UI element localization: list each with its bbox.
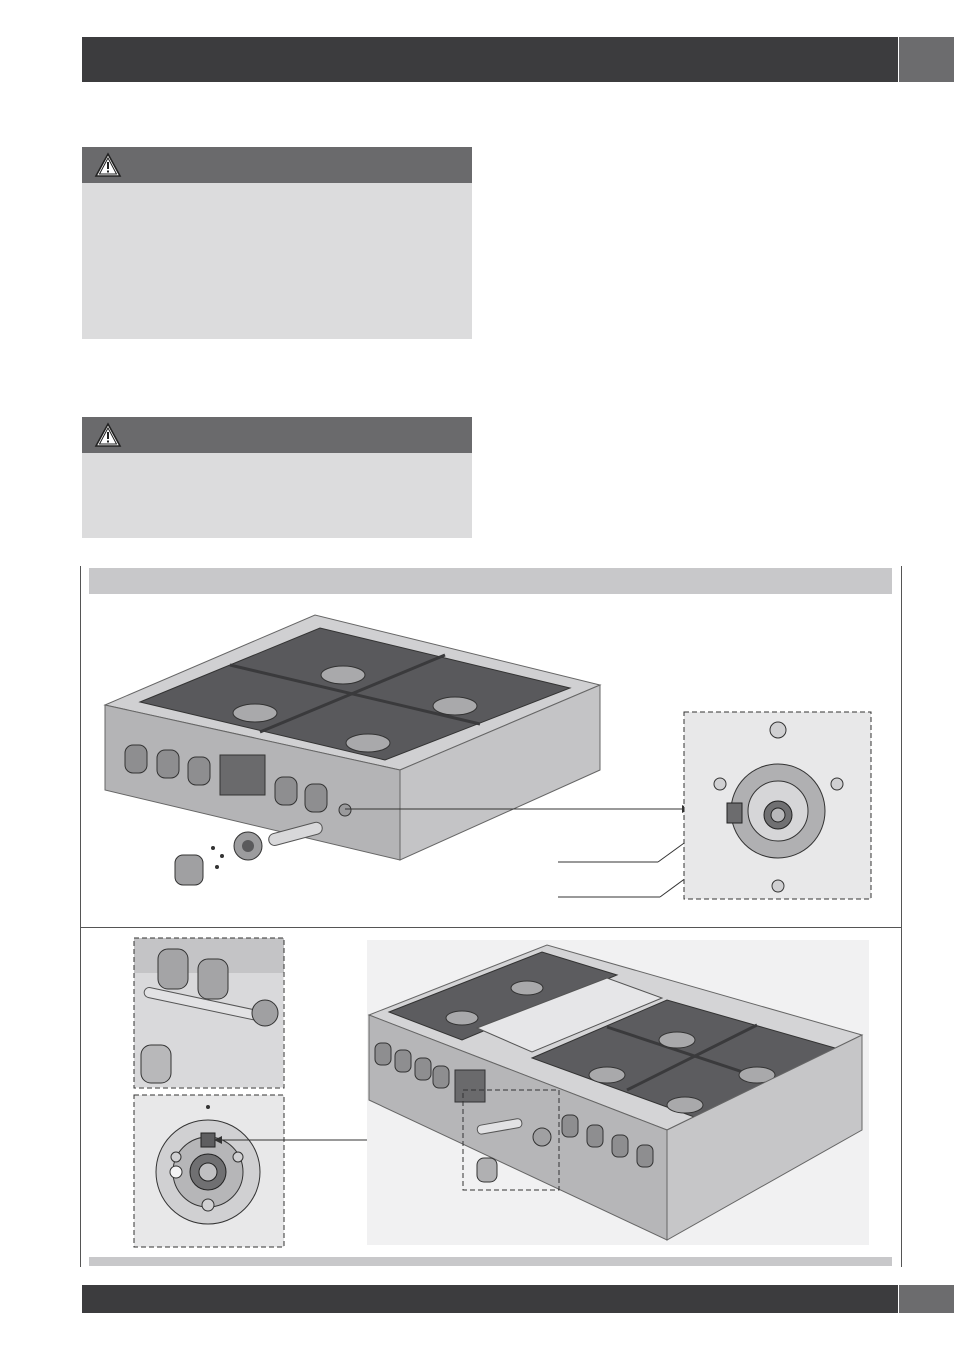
valve-detail-illustration: [683, 711, 872, 900]
figure-divider: [81, 927, 901, 928]
warning-header-1: [82, 147, 472, 183]
warning-box-1: [82, 147, 472, 339]
warning-triangle-icon: [94, 152, 122, 177]
callout-arrows: [345, 805, 740, 898]
knob-removal-detail: [133, 937, 285, 1248]
warning-header-2: [82, 417, 472, 453]
rangetop-6-burner-griddle-illustration: [367, 940, 869, 1245]
footer-bar: [82, 1285, 898, 1313]
header-bar: [82, 37, 898, 82]
figure-bottom-bar: [89, 1257, 892, 1266]
figure-frame: [80, 566, 902, 1267]
rangetop-4-burner-illustration: [103, 614, 602, 886]
warning-box-2: [82, 417, 472, 538]
warning-triangle-icon: [94, 422, 122, 447]
header-tab: [899, 37, 954, 82]
footer-tab: [899, 1285, 954, 1313]
figure-title-bar: [89, 568, 892, 594]
